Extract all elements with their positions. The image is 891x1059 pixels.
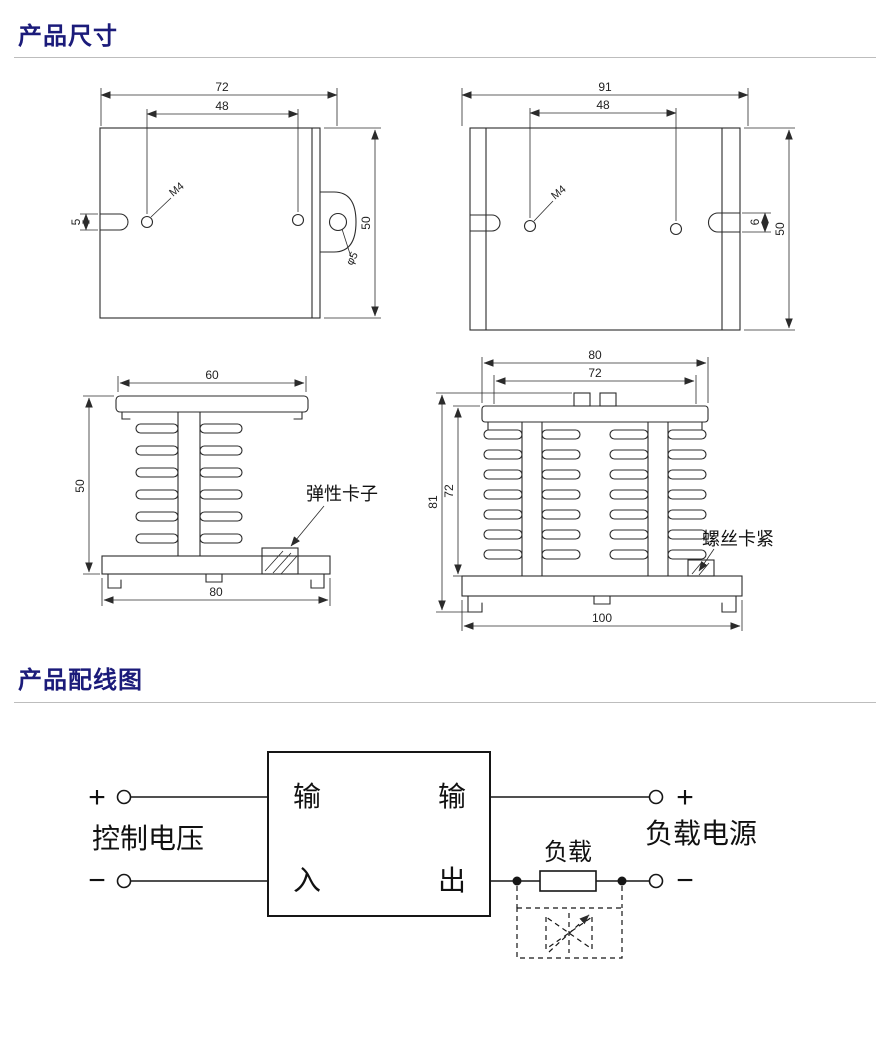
callout-leader (698, 548, 715, 572)
dim-top-inner-width: 72 (588, 366, 602, 380)
load-label: 负载 (544, 839, 592, 866)
control-voltage-label: 控制电压 (92, 823, 204, 854)
relay-input-char-bottom: 入 (293, 865, 321, 896)
drawing-side-view-large: 螺丝卡紧 80 72 81 72 100 (426, 348, 774, 631)
control-plus-sign: + (88, 781, 106, 814)
control-minus-sign: − (88, 864, 106, 897)
relay-body-outline (99, 127, 321, 319)
hole-diameter-label: φ5 (344, 250, 361, 267)
dims-top-right: 91 48 50 6 M4 (461, 80, 795, 331)
load-power-label: 负载电源 (645, 818, 757, 849)
dim-overall-width: 91 (598, 80, 612, 94)
right-mount-slot (707, 212, 741, 233)
callout-leader (290, 505, 325, 547)
thread-label: M4 (167, 180, 186, 199)
terminal-load-minus (648, 873, 664, 889)
heatsink-top-plate (481, 405, 709, 423)
left-mount-slot (469, 214, 501, 232)
drawing-top-view-small: 72 48 50 5 M4 φ5 (69, 80, 381, 319)
mount-hole-right (669, 222, 683, 236)
mount-hole-left (523, 219, 537, 233)
terminal-load-plus (648, 789, 664, 805)
heatsink-base (101, 555, 331, 575)
dim-top-width: 60 (205, 368, 219, 382)
triac-symbol (545, 915, 571, 951)
dim-slot-width: 6 (748, 218, 762, 225)
drawing-top-view-large: 91 48 50 6 M4 (461, 80, 795, 331)
screw-clamp-callout: 螺丝卡紧 (702, 529, 774, 549)
mount-ear (319, 191, 357, 253)
wiring-diagram: 输 输 入 出 + − 控制电压 + 负载电源 − 负载 (88, 751, 757, 959)
divider-line (14, 702, 876, 703)
load-resistor (539, 870, 597, 892)
relay-output-char-top: 输 (438, 781, 466, 812)
relay-body-outline (469, 127, 741, 331)
dim-height: 50 (73, 479, 87, 493)
dims-top-left: 72 48 50 5 M4 φ5 (69, 80, 381, 319)
spring-clip (261, 547, 299, 575)
heatsink-fins (483, 429, 707, 560)
dim-height: 50 (773, 222, 787, 236)
heatsink-fins (135, 423, 243, 544)
dim-base-width: 100 (592, 611, 612, 625)
dim-base-width: 80 (209, 585, 223, 599)
load-minus-sign: − (676, 864, 694, 897)
dim-top-width: 80 (588, 348, 602, 362)
relay-input-char-top: 输 (293, 781, 321, 812)
drawing-side-view-small: 弹性卡子 60 50 80 (73, 368, 378, 606)
ear-hole (328, 212, 348, 232)
dim-overall-width: 72 (215, 80, 229, 94)
divider-line (14, 57, 876, 58)
load-plus-sign: + (676, 781, 694, 814)
terminal-control-minus (116, 873, 132, 889)
section-title-wiring: 产品配线图 (18, 667, 143, 694)
relay-output-char-bottom: 出 (438, 865, 466, 896)
thread-label: M4 (549, 183, 568, 202)
dims-side-large: 80 72 81 72 100 (426, 348, 743, 631)
dim-hole-spacing: 48 (596, 98, 610, 112)
left-mount-slot (99, 213, 129, 231)
section-title-dimensions: 产品尺寸 (18, 23, 118, 50)
terminal-control-plus (116, 789, 132, 805)
dim-slot-width: 5 (69, 218, 83, 225)
spring-clip-callout: 弹性卡子 (306, 484, 378, 504)
heatsink-base (461, 575, 743, 597)
mount-hole-left (140, 215, 154, 229)
dim-hole-spacing: 48 (215, 99, 229, 113)
dims-side-small: 60 50 80 (73, 368, 331, 606)
dim-inner-height: 72 (442, 484, 456, 498)
heatsink-top-plate (115, 395, 309, 413)
relay-box (267, 751, 491, 917)
mount-hole-right (291, 213, 305, 227)
protection-network (516, 886, 623, 959)
dim-height: 81 (426, 495, 440, 509)
dim-height: 50 (359, 216, 373, 230)
